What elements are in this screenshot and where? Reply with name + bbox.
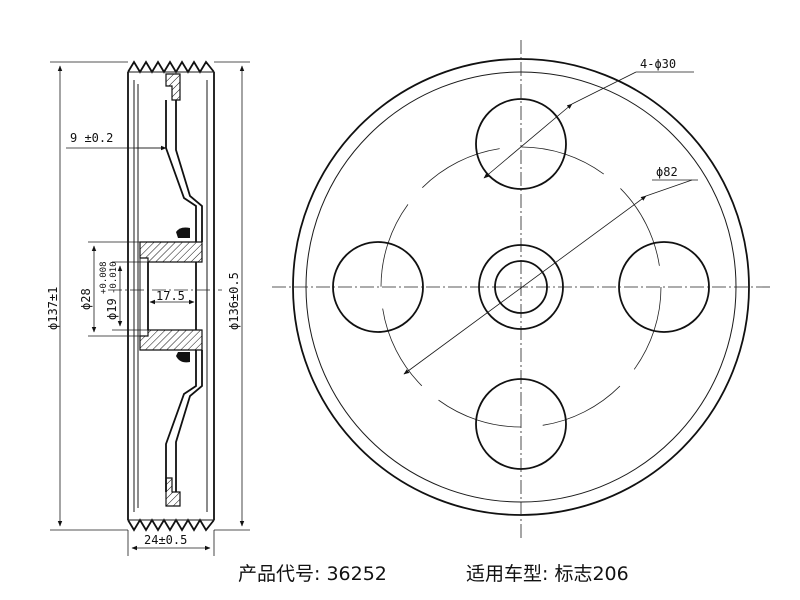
dim-width: 24±0.5 [144, 533, 187, 547]
web-profile-upper-outer [165, 100, 197, 242]
front-view: 4-ϕ30 ϕ82 [272, 40, 772, 540]
web-profile-lower-outer [165, 350, 197, 492]
hub-fillet-upper [176, 227, 190, 238]
web-profile-upper-inner [175, 100, 203, 242]
dim-bore-tol-upper: +0.008 [99, 261, 109, 294]
dim-outer-diameter: ϕ137±1 [46, 287, 60, 330]
hub-section-lower [139, 329, 203, 351]
hole-bottom [475, 378, 567, 470]
dim-bore-tol-lower: -0.010 [109, 261, 119, 294]
dim-bore-diameter: ϕ19 [105, 298, 119, 320]
bottom-groove-teeth [127, 518, 215, 532]
top-groove-teeth [127, 60, 215, 74]
dim-hub-diameter: ϕ28 [79, 288, 93, 310]
product-code-caption: 产品代号: 36252 [238, 563, 387, 585]
dim-hole-circle: ϕ82 [656, 165, 678, 179]
hole-pitch-arc [380, 146, 662, 428]
hub-fillet-lower [176, 352, 190, 363]
bottom-rim-section [165, 477, 181, 507]
hub-section-upper [139, 241, 203, 263]
vehicle-model-caption: 适用车型: 标志206 [466, 563, 629, 585]
section-view [108, 60, 222, 532]
web-profile-lower-inner [175, 350, 203, 492]
dim-hub-length: 17.5 [156, 289, 185, 303]
dim-holes: 4-ϕ30 [640, 57, 676, 71]
dim-groove-diameter: ϕ136±0.5 [227, 272, 241, 330]
top-rim-section [165, 73, 181, 101]
dim-web-offset: 9 ±0.2 [70, 131, 113, 145]
section-dimensions: ϕ137±1 ϕ136±0.5 ϕ28 ϕ19 +0.008 -0.010 17… [46, 61, 250, 556]
